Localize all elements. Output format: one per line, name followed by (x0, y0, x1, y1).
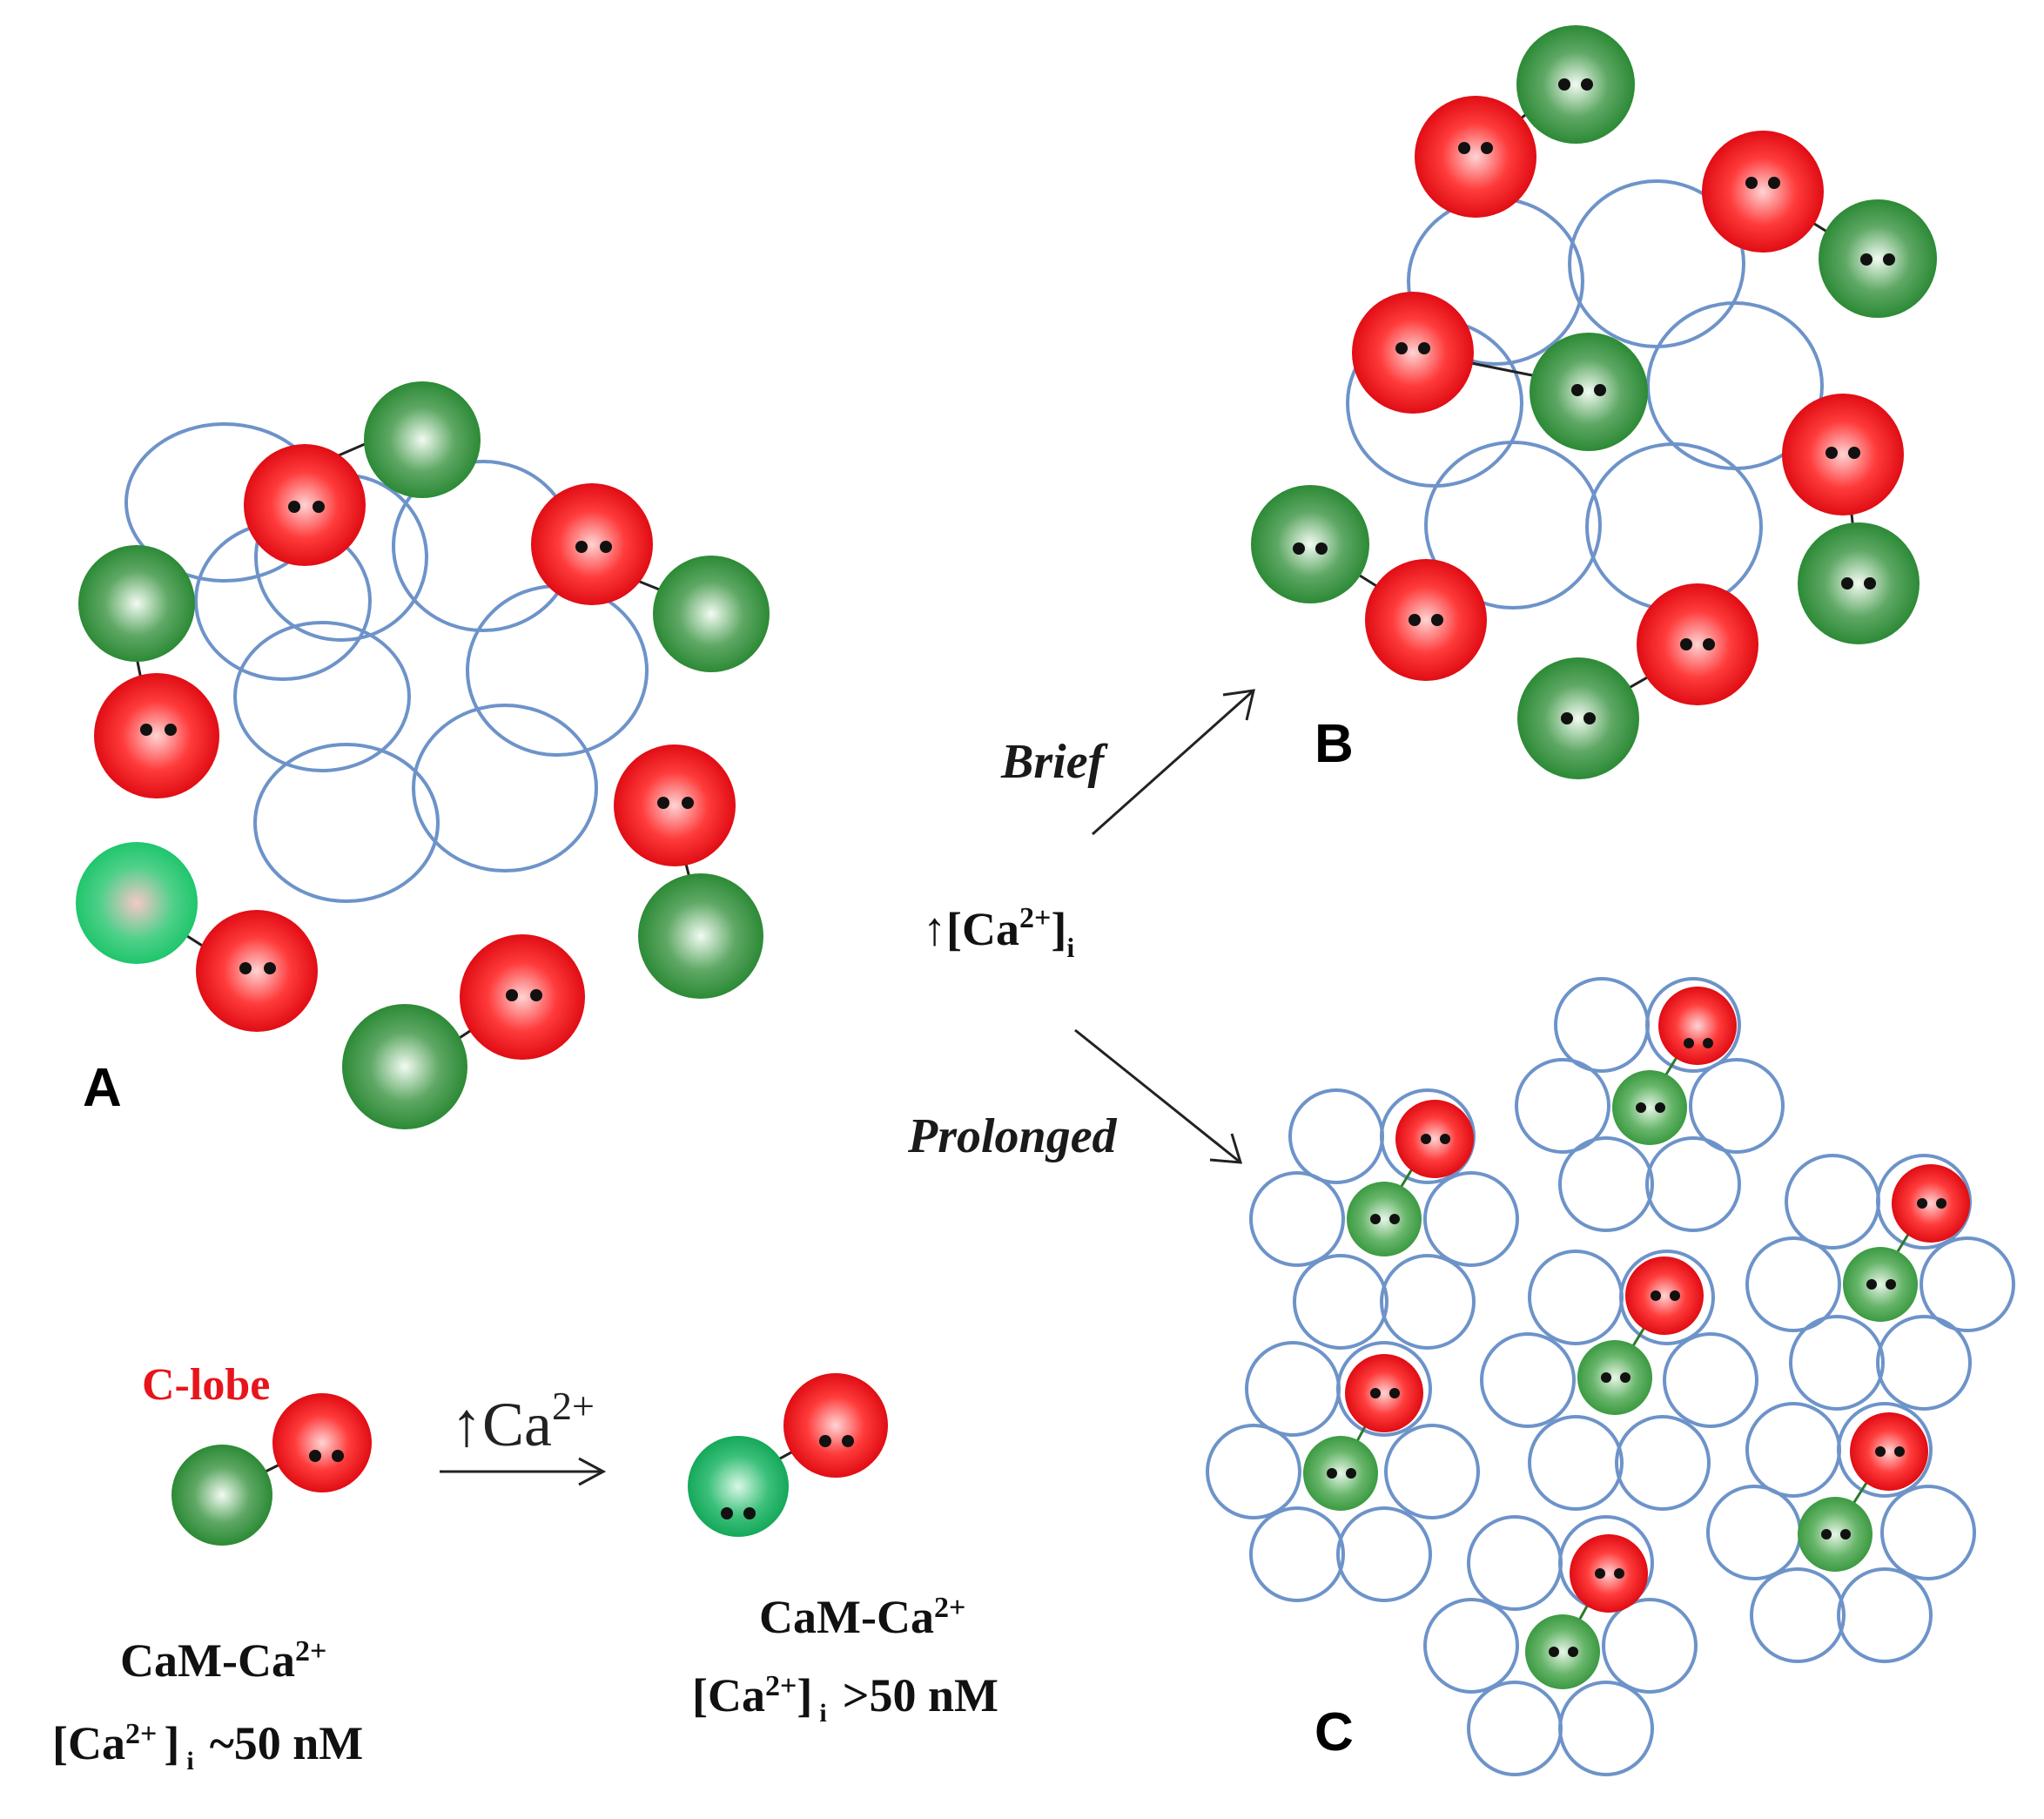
channel-subunit (466, 584, 649, 757)
n-lobe (1347, 1182, 1422, 1256)
transition-arrows: Brief ↑[Ca2+]i Prolonged (907, 689, 1255, 1164)
n-lobe (638, 873, 763, 999)
c-lobe (1345, 1354, 1423, 1432)
n-lobe (1612, 1070, 1687, 1145)
caption-left-line1: CaM-Ca2+ (120, 1634, 326, 1687)
n-lobe (76, 842, 198, 964)
n-lobe (78, 545, 195, 662)
calcium-ions (309, 1450, 344, 1462)
n-lobe (1577, 1340, 1652, 1415)
c-lobe (1892, 1164, 1970, 1243)
prolonged-label: Prolonged (907, 1109, 1118, 1163)
channel-subunit (412, 704, 598, 872)
caption-right-line2: [Ca2+]i>50 nM (692, 1669, 998, 1728)
channel-subunit (1585, 442, 1763, 611)
channel-cluster (1745, 1154, 2015, 1411)
caption-right-line1: CaM-Ca2+ (759, 1591, 965, 1643)
n-lobe (653, 556, 770, 672)
c-lobe (1570, 1534, 1648, 1613)
c-lobe (196, 910, 318, 1032)
n-lobe (1516, 25, 1635, 144)
transition-arrow (440, 1457, 607, 1486)
c-lobe-label: C-lobe (142, 1360, 270, 1410)
channel-subunit (1424, 441, 1602, 610)
channel-cluster (1423, 1515, 1698, 1776)
n-lobe (1819, 199, 1937, 318)
c-lobe (1625, 1256, 1704, 1335)
n-lobe (342, 1004, 467, 1129)
c-lobe (460, 934, 585, 1060)
c-lobe (1637, 583, 1758, 705)
calcium-ions (140, 501, 694, 1001)
caption-right: CaM-Ca2+ [Ca2+]i>50 nM (692, 1591, 998, 1728)
panel-a: A (76, 381, 770, 1129)
calcium-ions (1293, 78, 1895, 724)
panel-label-b: B (1314, 714, 1354, 774)
caption-left-line2: [Ca2+]i~50 nM (52, 1717, 363, 1775)
n-lobe (1843, 1247, 1918, 1322)
brief-label: Brief (1000, 735, 1109, 789)
n-lobe (688, 1436, 789, 1537)
c-lobe (783, 1373, 888, 1478)
caption-left: CaM-Ca2+ [Ca2+]i~50 nM (52, 1634, 363, 1775)
calcium-trigger-label: ↑[Ca2+]i (923, 902, 1074, 963)
channel-cluster (1480, 1250, 1758, 1511)
c-lobe (94, 673, 219, 798)
cam-legend: C-lobe ↑Ca2+ (142, 1360, 888, 1546)
calcium-ions (721, 1435, 854, 1519)
n-lobe (1798, 522, 1920, 644)
n-lobe (1517, 657, 1639, 779)
channel-subunit (253, 743, 440, 903)
c-lobe (1395, 1100, 1474, 1178)
channel-cluster (1706, 1402, 1976, 1663)
calcium-increase-label: ↑Ca2+ (451, 1384, 595, 1459)
c-lobe (1415, 96, 1536, 218)
n-lobe (1251, 485, 1369, 603)
n-lobe (1798, 1497, 1873, 1572)
n-lobe (1525, 1614, 1600, 1689)
channel-subunit (233, 621, 411, 772)
panel-label-a: A (83, 1058, 122, 1118)
channel-cluster (1515, 977, 1785, 1232)
n-lobe (1303, 1436, 1378, 1511)
n-lobe (1530, 333, 1648, 451)
panel-c: C (1206, 977, 2015, 1776)
prolonged-arrow (1074, 1028, 1243, 1164)
panel-label-c: C (1314, 1702, 1354, 1762)
c-lobe (1352, 292, 1474, 414)
c-lobe (1365, 559, 1487, 681)
c-lobe (272, 1393, 372, 1492)
c-lobe (1782, 394, 1904, 515)
c-lobe (1658, 987, 1737, 1065)
n-lobe (364, 381, 481, 498)
channel-cluster (1206, 1341, 1480, 1602)
c-lobe (244, 444, 366, 566)
channel-cluster (1249, 1088, 1519, 1350)
c-lobe (1850, 1412, 1928, 1491)
n-lobe (171, 1445, 272, 1546)
brief-arrow (1092, 689, 1255, 836)
c-lobe (1702, 131, 1824, 253)
panel-b: B (1251, 25, 1937, 779)
c-lobe (531, 483, 653, 605)
c-lobe (614, 744, 736, 866)
